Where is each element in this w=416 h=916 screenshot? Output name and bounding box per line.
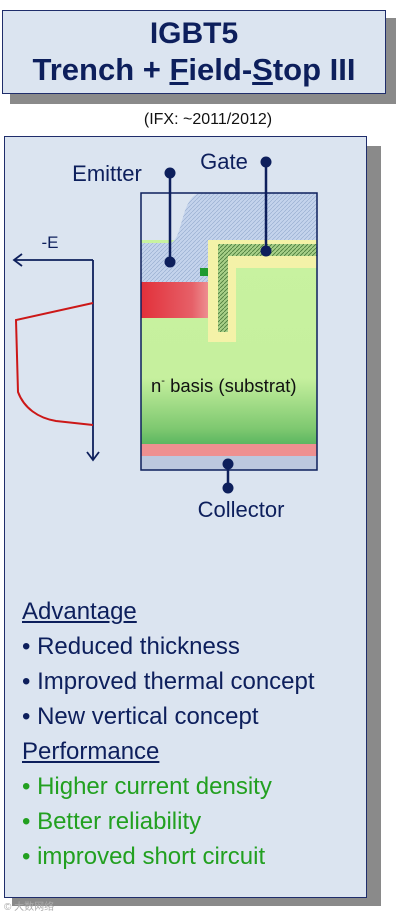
performance-item: • Higher current density [22, 773, 272, 800]
depth-axis-arrowhead [86, 451, 100, 462]
performance-item: • improved short circuit [22, 843, 266, 870]
substrate-label: n- basis (substrat) [151, 375, 297, 396]
performance-item: • Better reliability [22, 808, 202, 835]
watermark: © 大数网络 [4, 902, 55, 913]
emitter-label: Emitter [72, 161, 142, 186]
collector-label: Collector [198, 497, 285, 522]
field-axis-arrowhead [12, 253, 23, 267]
title-part: S [252, 52, 273, 87]
p-contact [200, 268, 212, 276]
title-box: IGBT5 Trench + Field-Stop III [2, 10, 386, 94]
substrate-label-sup: - [161, 375, 165, 387]
substrate-label-rest: basis (substrat) [165, 375, 297, 396]
advantage-item: • Improved thermal concept [22, 668, 315, 695]
title-part: top III [272, 52, 356, 87]
substrate-label-prefix: n [151, 375, 161, 396]
field-profile-curve [14, 302, 94, 426]
field-label: -E [42, 233, 59, 252]
collector-terminal-dot [222, 482, 234, 494]
title-part: ield- [188, 52, 253, 87]
title-line-2: Trench + Field-Stop III [3, 51, 385, 89]
emitter-contact-dot [164, 256, 176, 268]
title-part: Trench + [32, 52, 170, 87]
collector-contact-dot [222, 458, 234, 470]
gate-trench [218, 244, 317, 332]
emitter-terminal-dot [164, 167, 176, 179]
gate-terminal-dot [260, 156, 272, 168]
gate-label: Gate [200, 149, 248, 174]
performance-heading: Performance [22, 738, 160, 765]
advantage-item: • Reduced thickness [22, 633, 240, 660]
advantage-heading: Advantage [22, 598, 137, 625]
title-part: F [169, 52, 189, 87]
field-stop-layer [141, 444, 317, 456]
gate-oxide [208, 240, 317, 342]
gate-contact-dot [260, 245, 272, 257]
subtitle: (IFX: ~2011/2012) [143, 111, 273, 128]
emitter-n-region [141, 282, 214, 318]
title-line-1: IGBT5 [149, 17, 239, 50]
advantage-item: • New vertical concept [22, 703, 259, 730]
feature-list: Advantage • Reduced thickness • Improved… [22, 594, 362, 874]
